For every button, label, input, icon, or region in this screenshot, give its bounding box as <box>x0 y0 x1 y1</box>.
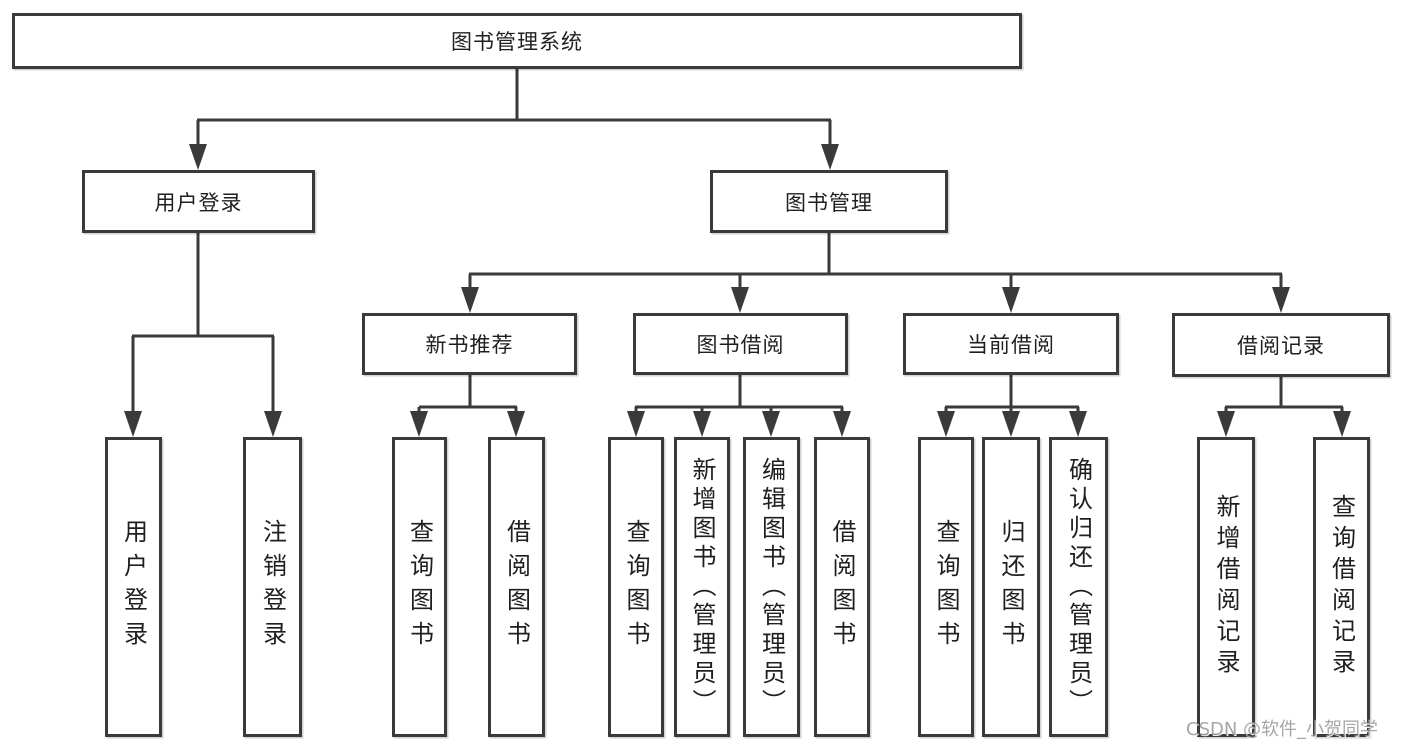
node-user-login: 用户登录 <box>82 170 315 233</box>
leaf-nb-borrow-books: 借阅图书 <box>488 437 545 737</box>
leaf-br-add-record: 新增借阅记录 <box>1197 437 1255 737</box>
leaf-bb-add-books-admin: 新增图书（管理员） <box>674 437 730 737</box>
leaf-cb-return-books: 归还图书 <box>982 437 1040 737</box>
leaf-nb-query-books: 查询图书 <box>392 437 447 737</box>
node-borrow-records: 借阅记录 <box>1172 313 1390 377</box>
node-current-borrowing: 当前借阅 <box>903 313 1119 375</box>
leaf-bb-query-books: 查询图书 <box>608 437 664 737</box>
leaf-bb-edit-books-admin: 编辑图书（管理员） <box>743 437 800 737</box>
leaf-logout: 注销登录 <box>243 437 302 737</box>
node-new-book-recommend: 新书推荐 <box>362 313 577 375</box>
node-root-system: 图书管理系统 <box>12 13 1022 69</box>
leaf-bb-borrow-books: 借阅图书 <box>814 437 870 737</box>
leaf-user-login: 用户登录 <box>105 437 162 737</box>
leaf-cb-query-books: 查询图书 <box>918 437 974 737</box>
csdn-watermark: CSDN @软件_小贺同学 <box>1186 719 1379 740</box>
leaf-cb-confirm-return-admin: 确认归还（管理员） <box>1049 437 1108 737</box>
leaf-br-query-record: 查询借阅记录 <box>1313 437 1370 737</box>
arrowhead-icons <box>124 144 1351 437</box>
node-book-management: 图书管理 <box>710 170 948 233</box>
node-book-borrowing: 图书借阅 <box>633 313 848 375</box>
